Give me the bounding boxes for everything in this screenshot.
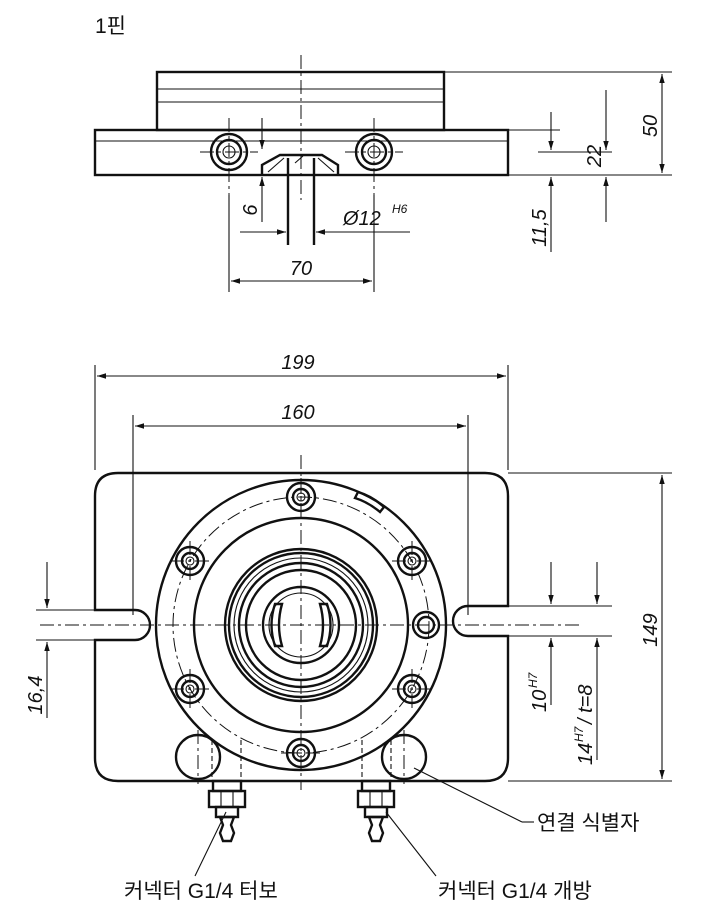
connector-turbo-fitting: [207, 779, 247, 843]
dim-key-depth: / t=8: [575, 685, 597, 726]
jaw-right: [318, 602, 332, 648]
dim-width-160: 160: [281, 402, 314, 424]
dim-bore-tol: H6: [392, 202, 408, 216]
dim-height-149: 149: [640, 613, 662, 646]
dim-key-tol: H7: [572, 725, 586, 742]
dim-slot-16-4: 16,4: [25, 676, 47, 715]
dim-height-11-5: 11,5: [529, 208, 551, 246]
callout-connector-turbo: 커넥터 G1/4 터보: [124, 880, 278, 903]
callout-connector-open: 커넥터 G1/4 개방: [438, 880, 592, 903]
top-view: 50 22 11,5 6 Ø12 H6 70: [93, 55, 672, 292]
dim-slot-width-tol: H7: [526, 671, 540, 688]
pin-label: 1핀: [95, 15, 126, 38]
callout-connection-id: 연결 식별자: [537, 812, 639, 835]
dim-height-50: 50: [640, 115, 662, 137]
dim-bolt-70: 70: [290, 258, 312, 280]
dim-small-6: 6: [240, 204, 262, 216]
jaw-left: [270, 602, 284, 648]
dim-bore-12: Ø12: [342, 208, 381, 230]
connector-open-fitting: [356, 779, 396, 843]
dim-slot-width-10: 10: [529, 690, 551, 712]
dim-width-199: 199: [281, 352, 314, 374]
index-pin: [411, 610, 441, 640]
front-view: 199 160 149 16,4 10 H7 14 H7 / t=8: [25, 352, 672, 843]
flange-inner: [192, 516, 410, 734]
dim-height-22: 22: [584, 145, 606, 168]
dim-key-14: 14: [575, 743, 597, 765]
callouts: 연결 식별자 커넥터 G1/4 터보 커넥터 G1/4 개방: [124, 767, 639, 903]
